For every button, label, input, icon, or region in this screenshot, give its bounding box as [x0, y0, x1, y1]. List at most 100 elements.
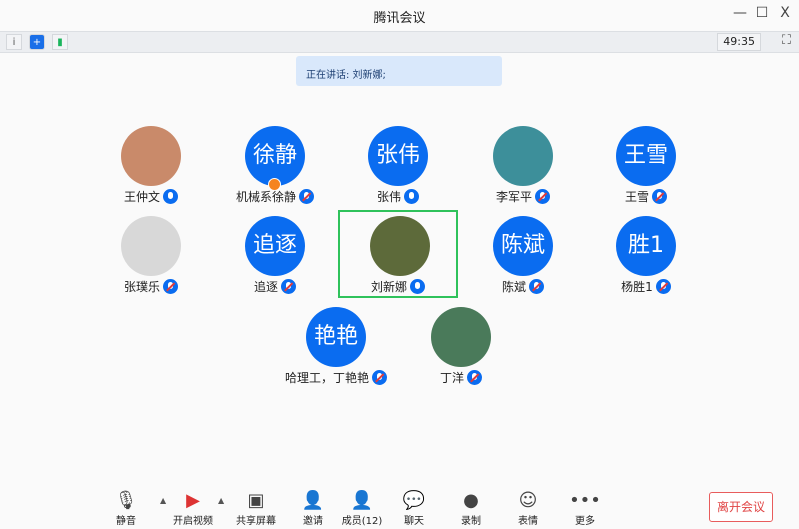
- avatar: [431, 307, 491, 367]
- more-icon: •••: [569, 490, 601, 511]
- mic-muted-icon: [163, 279, 178, 294]
- participant-name-row: 哈理工，丁艳艳: [276, 369, 396, 386]
- avatar: 追逐: [245, 216, 305, 276]
- mic-icon: [410, 279, 425, 294]
- participant-name: 杨胜1: [621, 280, 653, 294]
- members-button[interactable]: 👤 成员(12): [332, 490, 392, 527]
- participant-name-row: 丁洋: [401, 369, 521, 386]
- signal-icon[interactable]: ▮: [52, 34, 68, 50]
- avatar: [493, 126, 553, 186]
- title-bar: 腾讯会议 — ☐ X: [0, 0, 799, 31]
- maximize-button[interactable]: ☐: [755, 5, 769, 21]
- participant-tile[interactable]: 王仲文: [91, 122, 211, 212]
- participant-name: 追逐: [253, 280, 278, 294]
- participant-name-row: 追逐: [215, 278, 335, 295]
- audio-options-arrow[interactable]: ▲: [160, 496, 167, 505]
- avatar: 胜1: [616, 216, 676, 276]
- participant-name-row: 王雪: [586, 188, 706, 205]
- participant-name: 刘新娜: [370, 280, 407, 294]
- avatar: 张伟: [368, 126, 428, 186]
- reactions-button[interactable]: ☺ 表情: [498, 490, 558, 527]
- mic-icon: [163, 189, 178, 204]
- participant-tile[interactable]: 丁洋: [401, 303, 521, 393]
- record-icon: ●: [463, 490, 479, 511]
- info-icon[interactable]: i: [6, 34, 22, 50]
- close-button[interactable]: X: [780, 5, 790, 21]
- participant-tile[interactable]: 李军平: [463, 122, 583, 212]
- record-button[interactable]: ● 录制: [441, 490, 501, 527]
- participant-name: 机械系徐静: [235, 190, 296, 204]
- chat-button[interactable]: 💬 聊天: [384, 490, 444, 527]
- participant-name: 王雪: [624, 190, 649, 204]
- participant-name: 丁洋: [439, 371, 464, 385]
- participant-tile[interactable]: 徐静机械系徐静: [215, 122, 335, 212]
- bottom-toolbar: ▲ ▲ 🎙静音▶开启视频 ▣ 共享屏幕 👤 邀请 👤 成员(12) 💬 聊天 ● 录制 ☺ 表情 ••• 更…: [0, 486, 799, 529]
- participant-tile[interactable]: 陈斌陈斌: [463, 212, 583, 302]
- reactions-label: 表情: [518, 516, 538, 527]
- mute-button[interactable]: 🎙静音: [96, 490, 156, 527]
- mic-muted-icon: [655, 279, 671, 294]
- mic-muted-icon: [281, 279, 296, 294]
- share-screen-button[interactable]: ▣ 共享屏幕: [226, 490, 286, 527]
- participant-name-row: 李军平: [463, 188, 583, 205]
- record-label: 录制: [461, 516, 481, 527]
- participant-tile[interactable]: 张伟张伟: [338, 122, 458, 212]
- fullscreen-icon[interactable]: ⛶: [781, 33, 791, 48]
- participant-name-row: 张伟: [338, 188, 458, 205]
- mic-icon: [404, 189, 419, 204]
- share-screen-label: 共享屏幕: [236, 516, 276, 527]
- meeting-timer: 49:35: [717, 33, 761, 51]
- participant-name-row: 张璞乐: [91, 278, 211, 295]
- window-title: 腾讯会议: [373, 11, 426, 26]
- mic-muted-icon: [535, 189, 550, 204]
- mic-muted-icon: [299, 189, 314, 204]
- mic-muted-icon: [652, 189, 667, 204]
- speaking-indicator: 正在讲话: 刘新娜;: [296, 56, 502, 86]
- mic-muted-icon: [372, 370, 387, 385]
- chat-label: 聊天: [404, 516, 424, 527]
- mic-muted-icon: [529, 279, 544, 294]
- participant-tile[interactable]: 刘新娜: [338, 210, 458, 298]
- leave-meeting-button[interactable]: 离开会议: [709, 492, 773, 522]
- participant-name: 李军平: [495, 190, 532, 204]
- invite-label: 邀请: [303, 516, 323, 527]
- participant-tile[interactable]: 追逐追逐: [215, 212, 335, 302]
- avatar: [121, 216, 181, 276]
- participant-name-row: 王仲文: [91, 188, 211, 205]
- participant-name-row: 刘新娜: [340, 278, 456, 295]
- members-label: 成员(12): [341, 516, 383, 527]
- participant-name: 王仲文: [123, 190, 160, 204]
- chat-icon: 💬: [402, 490, 426, 511]
- participant-name: 陈斌: [501, 280, 526, 294]
- participant-name: 张璞乐: [123, 280, 160, 294]
- participant-name: 张伟: [376, 190, 401, 204]
- video-icon: ▶: [186, 490, 200, 511]
- participant-name-row: 杨胜1: [586, 278, 706, 295]
- participant-name-row: 机械系徐静: [215, 188, 335, 205]
- members-icon: 👤: [350, 490, 374, 511]
- minimize-button[interactable]: —: [733, 5, 747, 21]
- invite-icon: 👤: [301, 490, 325, 511]
- video-options-arrow[interactable]: ▲: [218, 496, 225, 505]
- participant-tile[interactable]: 王雪王雪: [586, 122, 706, 212]
- video-button[interactable]: ▶开启视频: [163, 490, 223, 527]
- avatar: [370, 216, 430, 276]
- reactions-icon: ☺: [518, 490, 538, 511]
- participant-tile[interactable]: 艳艳哈理工，丁艳艳: [276, 303, 396, 393]
- host-badge-icon: [268, 178, 281, 191]
- avatar: 陈斌: [493, 216, 553, 276]
- participant-name: 哈理工，丁艳艳: [284, 371, 369, 385]
- participant-tile[interactable]: 张璞乐: [91, 212, 211, 302]
- participant-name-row: 陈斌: [463, 278, 583, 295]
- share-screen-icon: ▣: [247, 490, 265, 511]
- mute-icon: 🎙: [114, 490, 138, 511]
- avatar: 艳艳: [306, 307, 366, 367]
- status-toolbar: i + ▮ 49:35 ⛶: [0, 31, 799, 53]
- mic-muted-icon: [467, 370, 482, 385]
- avatar: 徐静: [245, 126, 305, 186]
- more-label: 更多: [575, 516, 595, 527]
- invite-button[interactable]: 👤 邀请: [283, 490, 343, 527]
- shield-icon[interactable]: +: [29, 34, 45, 50]
- more-button[interactable]: ••• 更多: [555, 490, 615, 527]
